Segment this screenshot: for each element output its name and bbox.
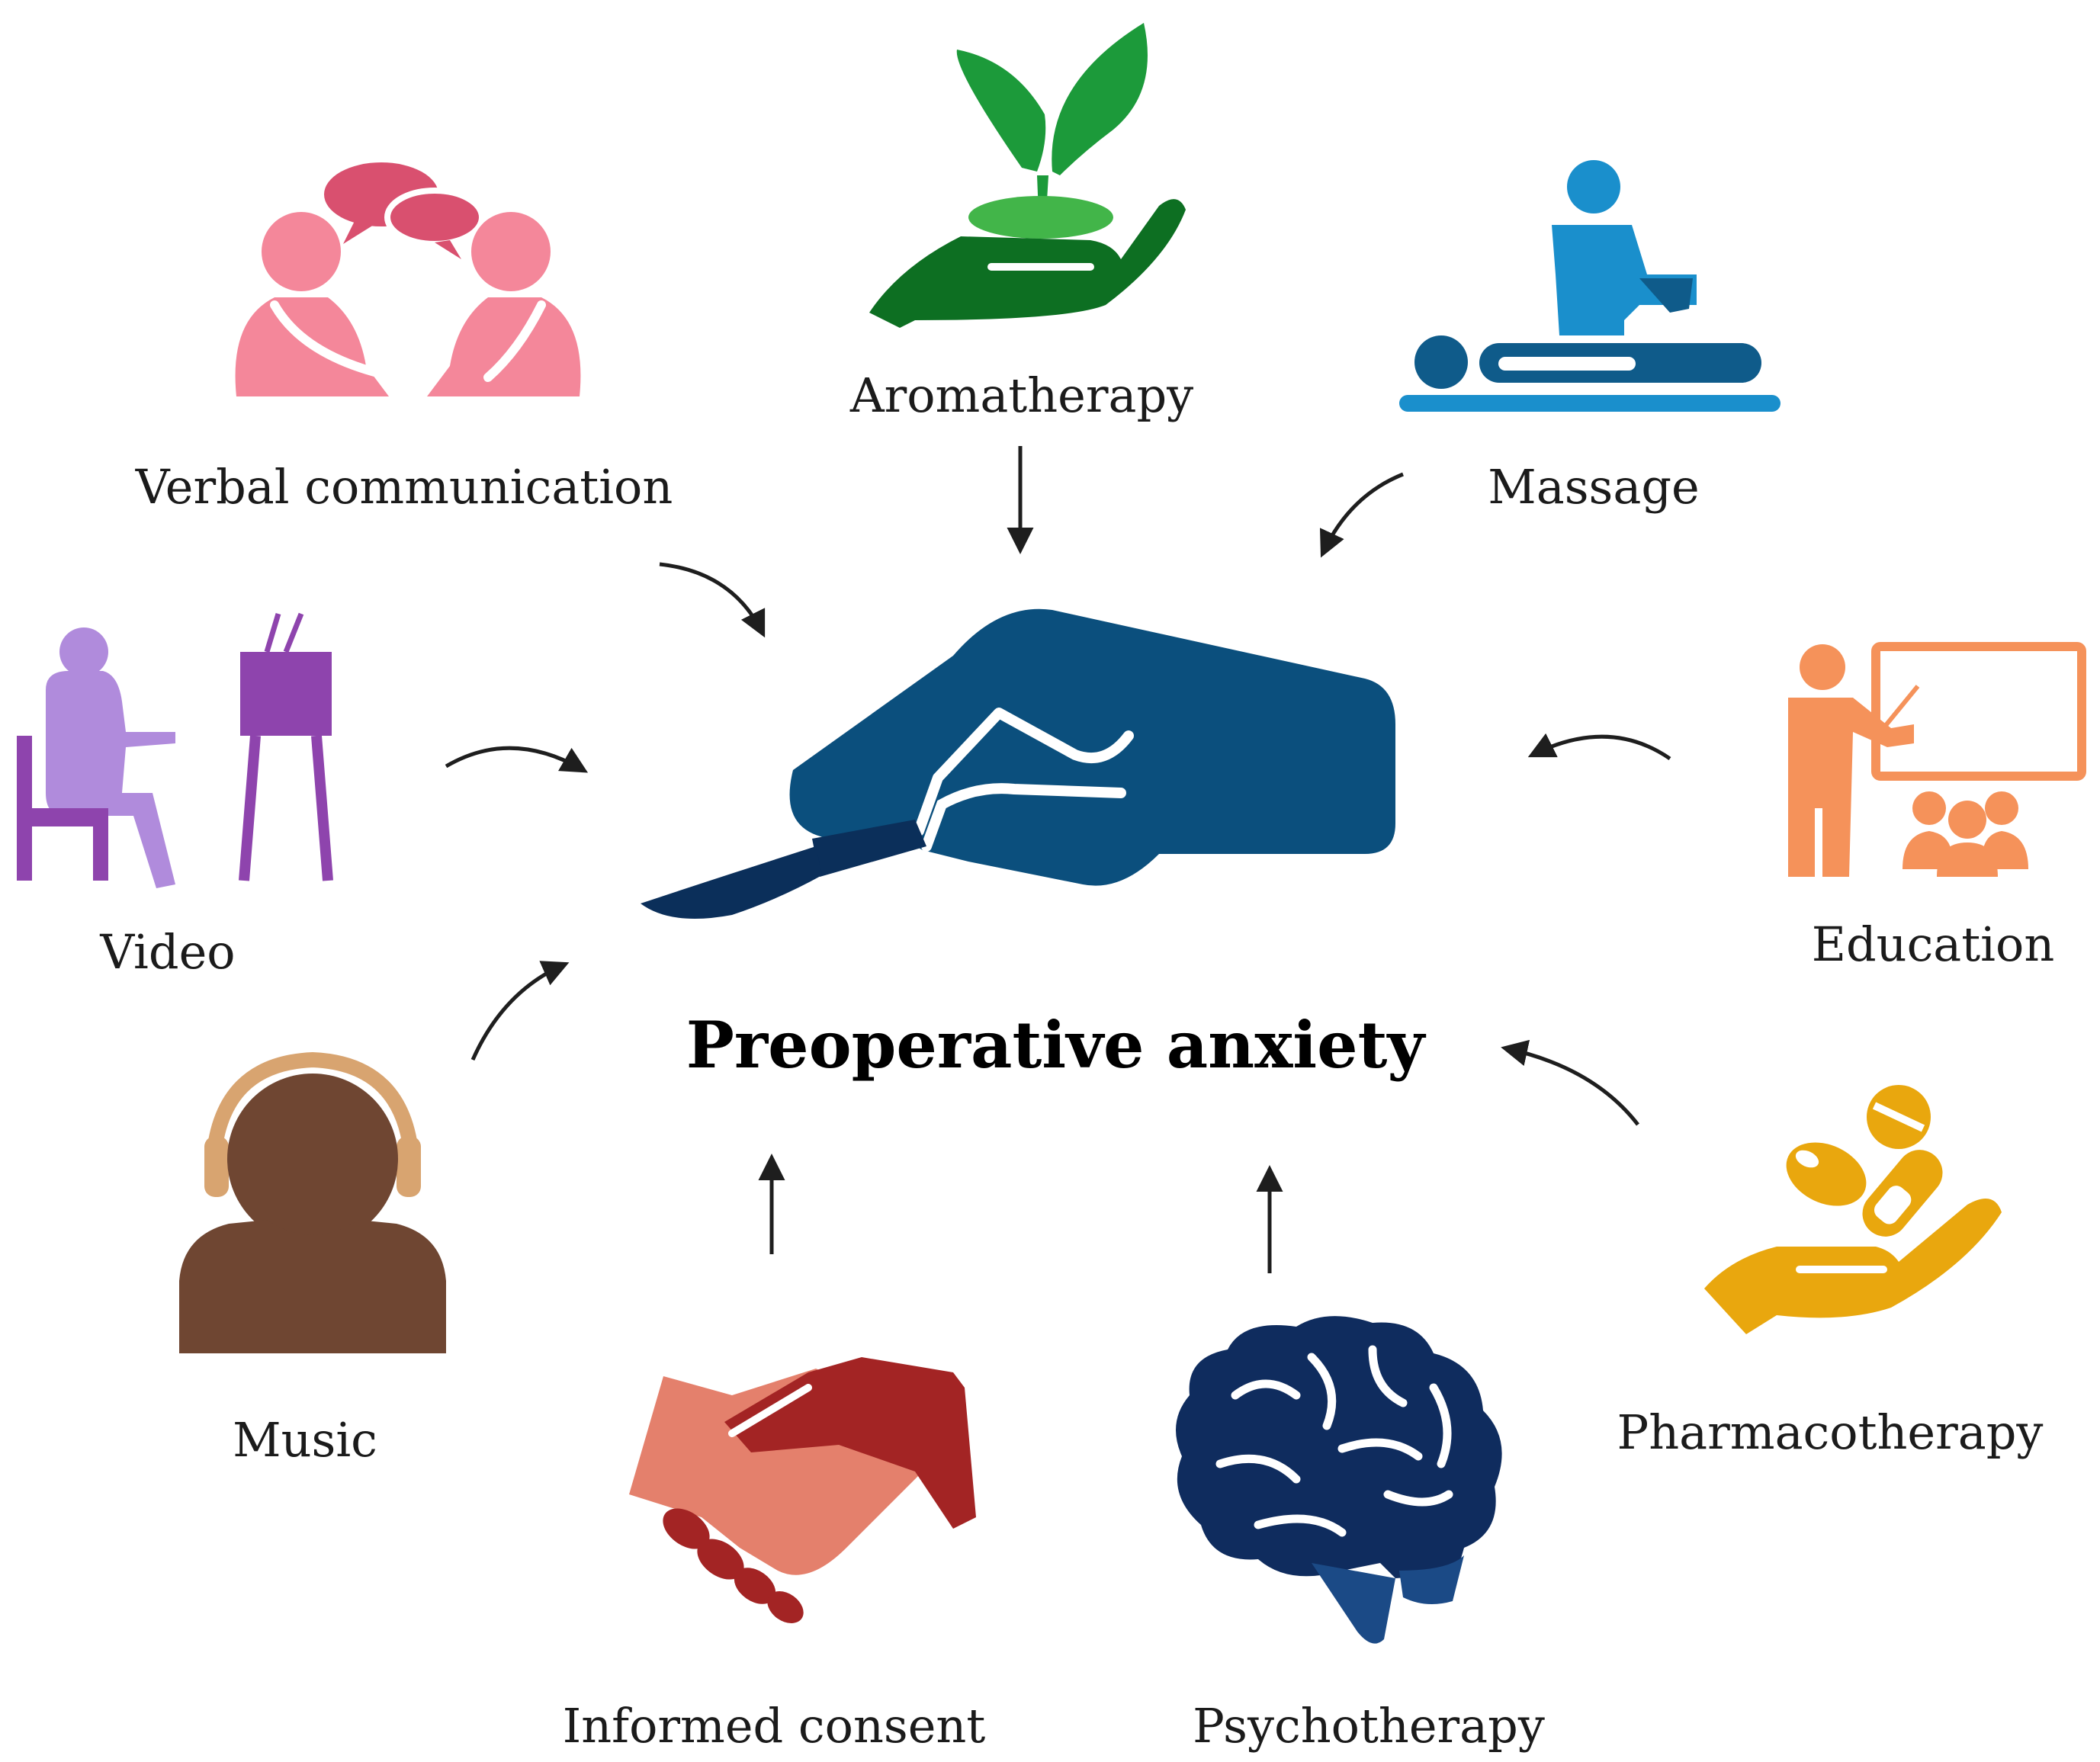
video-label: Video	[99, 924, 235, 980]
informed-consent-label: Informed consent	[563, 1698, 986, 1754]
plant-in-hand-icon	[869, 23, 1186, 328]
verbal-communication-label: Verbal communication	[135, 459, 673, 515]
aromatherapy-label: Aromatherapy	[849, 367, 1193, 423]
arrow-massage	[1319, 472, 1404, 558]
massage-therapist-icon	[1399, 160, 1781, 412]
psychotherapy-label: Psychotherapy	[1193, 1698, 1545, 1754]
teacher-board-icon	[1788, 642, 2086, 877]
center-label: Preoperative anxiety	[686, 1007, 1427, 1083]
handshake-icon	[629, 1357, 976, 1623]
arrow-music	[470, 961, 570, 1061]
arrow-video	[445, 746, 589, 773]
person-watching-tv-icon	[17, 612, 333, 888]
hand-scalpel-icon	[641, 608, 1395, 919]
massage-label: Massage	[1488, 459, 1699, 515]
arrows	[445, 446, 1671, 1273]
pharmacotherapy-label: Pharmacotherapy	[1617, 1404, 2044, 1460]
music-label: Music	[233, 1412, 377, 1468]
arrow-verbal-communication	[659, 562, 766, 638]
pills-in-hand-icon	[1704, 1085, 2002, 1334]
person-headphones-icon	[179, 1051, 446, 1353]
arrow-education	[1527, 733, 1671, 761]
arrow-pharmacotherapy	[1501, 1039, 1639, 1126]
brain-icon	[1176, 1316, 1502, 1644]
education-label: Education	[1812, 916, 2055, 972]
two-people-talking-icon	[235, 162, 581, 396]
